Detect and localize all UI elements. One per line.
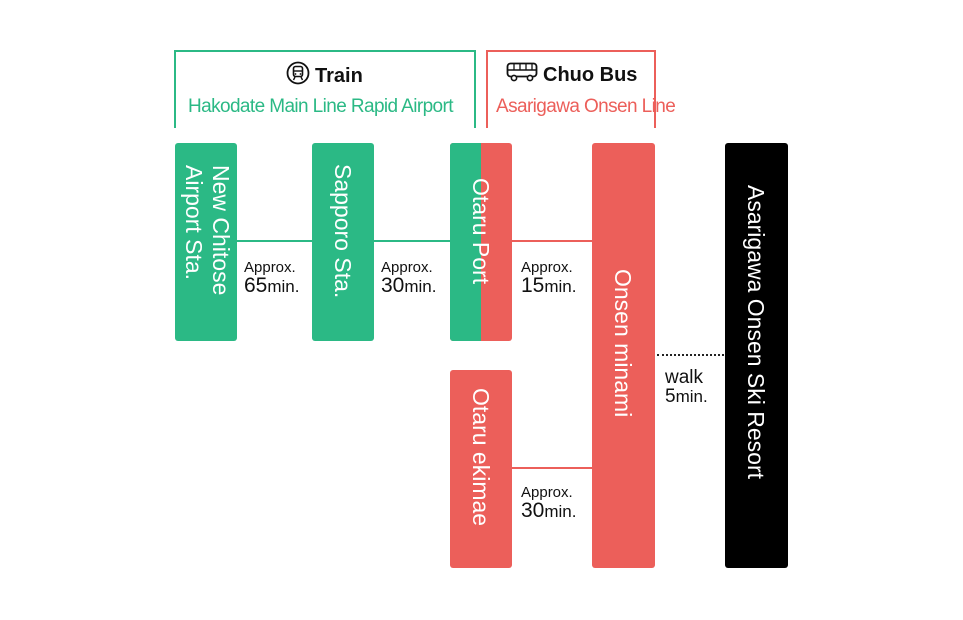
time-walk: walk 5min.: [665, 367, 708, 407]
station-new-chitose-label: New Chitose Airport Sta.: [181, 165, 234, 296]
station-otaru-port-label: Otaru Port: [468, 178, 494, 285]
bus-line-name: Asarigawa Onsen Line: [496, 96, 676, 117]
station-new-chitose-airport: New Chitose Airport Sta.: [175, 143, 237, 341]
train-title-text: Train: [315, 64, 363, 87]
time-chitose-sapporo: Approx. 65min.: [244, 259, 300, 297]
time-sapporo-otaru: Approx. 30min.: [381, 259, 437, 297]
otaru-port-train-half: [450, 143, 481, 341]
bus-icon: [506, 61, 538, 89]
train-line-name: Hakodate Main Line Rapid Airport: [188, 96, 454, 117]
train-section-bracket: [174, 50, 476, 128]
bus-title-text: Chuo Bus: [543, 63, 638, 86]
time-ekimae-minami: Approx. 30min.: [521, 484, 577, 522]
destination-asarigawa-ski-resort: Asarigawa Onsen Ski Resort: [725, 143, 788, 568]
connector-chitose-sapporo: [236, 240, 312, 242]
time-port-minami: Approx. 15min.: [521, 259, 577, 297]
station-otaru-ekimae: Otaru ekimae: [450, 370, 512, 568]
station-sapporo-label: Sapporo Sta.: [330, 164, 356, 299]
train-icon: [286, 61, 310, 91]
station-sapporo: Sapporo Sta.: [312, 143, 374, 341]
station-onsen-minami-label: Onsen minami: [610, 269, 636, 418]
train-title: Train: [286, 61, 363, 91]
bus-section-bracket: [486, 50, 656, 128]
station-onsen-minami: Onsen minami: [592, 143, 655, 568]
station-otaru-ekimae-label: Otaru ekimae: [468, 388, 494, 527]
connector-port-minami: [511, 240, 593, 242]
walk-dotted-connector: [657, 354, 724, 356]
destination-label: Asarigawa Onsen Ski Resort: [743, 185, 769, 480]
connector-ekimae-minami: [511, 467, 593, 469]
station-otaru-port: Otaru Port: [450, 143, 512, 341]
bus-title: Chuo Bus: [506, 61, 637, 89]
connector-sapporo-otaru: [373, 240, 451, 242]
